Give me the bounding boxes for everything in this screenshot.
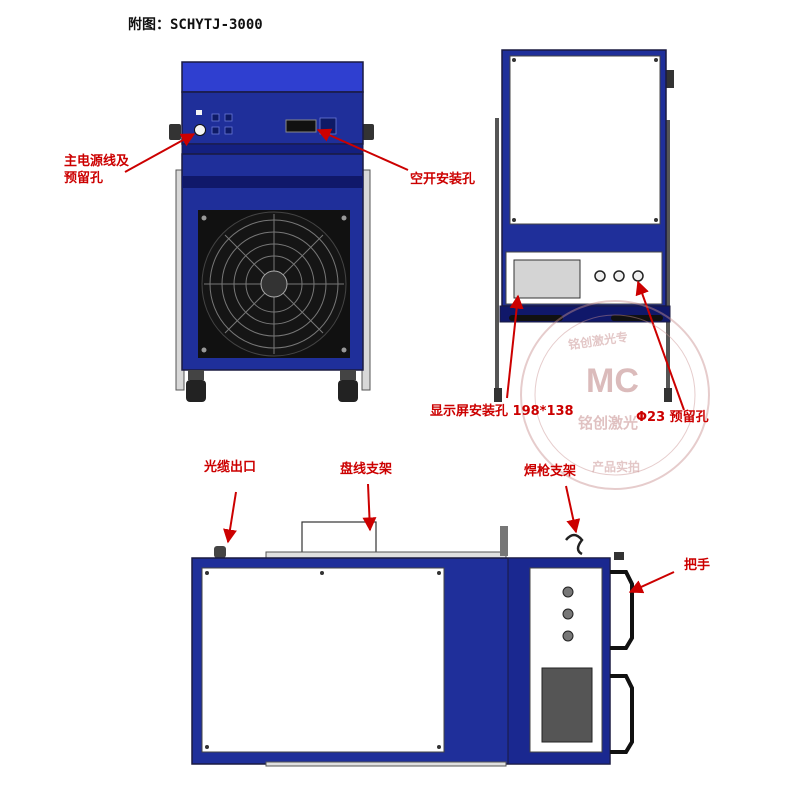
side-view [494, 49, 674, 402]
front-view [169, 61, 374, 402]
label-breaker: 空开安装孔 [410, 172, 476, 187]
label-power-line: 主电源线及 预留孔 [64, 154, 130, 186]
label-reel-bracket: 盘线支架 [340, 462, 393, 477]
arrow-power-line [124, 133, 196, 173]
arrow-display [506, 294, 524, 399]
label-handle: 把手 [684, 558, 711, 573]
label-cable-outlet: 光缆出口 [204, 460, 257, 475]
arrow-reserve [635, 280, 685, 411]
arrow-cable-outlet [223, 491, 237, 544]
cooling-fan [198, 210, 350, 358]
arrow-handle [628, 571, 675, 594]
watermark-logo: MC [586, 362, 639, 400]
label-reserve: Φ23 预留孔 [636, 410, 709, 425]
watermark-brand: 铭创激光 [578, 414, 639, 432]
figure-title: 附图：SCHYTJ-3000 [128, 17, 263, 33]
annotation-arrows [124, 128, 685, 594]
watermark-text-bottom: 产品实拍 [592, 460, 641, 474]
arrow-breaker [316, 128, 409, 171]
arrow-reel-bracket [362, 483, 377, 532]
watermark-seal [520, 300, 710, 490]
arrow-torch-bracket [565, 485, 581, 534]
top-view [191, 521, 634, 767]
label-torch-bracket: 焊枪支架 [524, 464, 577, 479]
label-display: 显示屏安装孔 198*138 [430, 404, 574, 419]
